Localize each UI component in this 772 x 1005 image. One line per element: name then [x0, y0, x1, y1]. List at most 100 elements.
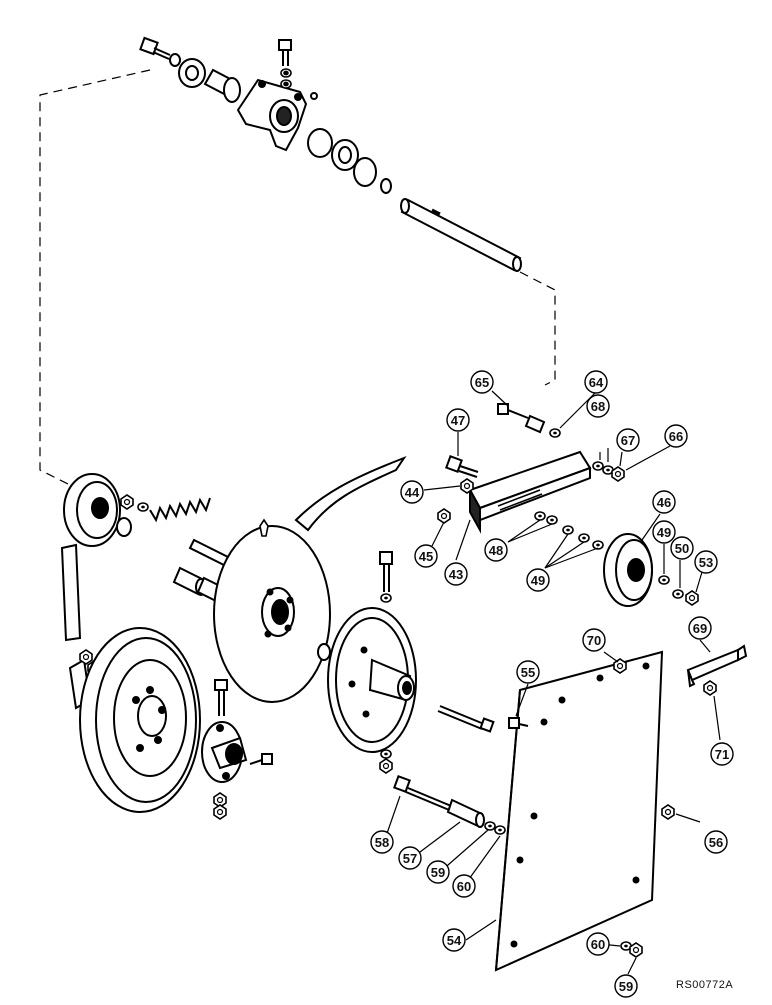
svg-text:50: 50 [675, 541, 689, 556]
nut-idler-44 [460, 478, 474, 494]
callout-50: 50 [670, 536, 694, 560]
bearing-upper [178, 58, 206, 88]
callout-58: 58 [370, 830, 394, 854]
nut-71 [703, 680, 717, 696]
nut-53 [685, 590, 699, 606]
callout-55: 55 [516, 660, 540, 684]
svg-text:56: 56 [709, 835, 723, 850]
o-ring [317, 643, 331, 661]
bearing-flange-lower [201, 721, 248, 783]
shield-panel [494, 650, 664, 972]
svg-text:47: 47 [451, 413, 465, 428]
callout-56: 56 [704, 830, 728, 854]
washer-49a [562, 525, 574, 535]
washer-48b [546, 515, 558, 525]
bolt-idler-arm [445, 455, 479, 478]
nut-pulley-left [120, 494, 134, 510]
callout-57: 57 [398, 846, 422, 870]
washer-49c [592, 540, 604, 550]
callout-54: 54 [442, 928, 466, 952]
small-pulley-left [63, 473, 121, 547]
svg-text:55: 55 [521, 665, 535, 680]
bolt-flange-lower [214, 679, 228, 716]
washer-64 [549, 428, 561, 438]
nut-sheave [379, 758, 393, 774]
callout-66: 66 [664, 424, 688, 448]
washer-48a [534, 511, 546, 521]
svg-text:69: 69 [693, 621, 707, 636]
washer-spring [137, 502, 149, 512]
bracket-69 [686, 644, 748, 688]
svg-text:57: 57 [403, 851, 417, 866]
svg-text:44: 44 [405, 485, 420, 500]
ring-upper-1 [307, 128, 333, 158]
belt-strip-diagonal [294, 455, 407, 532]
ring-upper-2 [353, 157, 377, 187]
nut-small-left-1 [79, 649, 93, 665]
callout-70: 70 [582, 628, 606, 652]
washer-59 [484, 821, 496, 831]
callout-67: 67 [616, 428, 640, 452]
washer-sheave [380, 749, 392, 759]
sleeve-upper [203, 68, 241, 103]
belt-piece-vertical [60, 543, 82, 642]
callout-65: 65 [470, 370, 494, 394]
callout-69: 69 [688, 616, 712, 640]
callout-64: 64 [584, 370, 608, 394]
bearing-housing [236, 78, 308, 152]
svg-text:45: 45 [419, 549, 433, 564]
nut-idler-45 [437, 508, 451, 524]
washer-49b [578, 533, 590, 543]
svg-text:49: 49 [657, 525, 671, 540]
callout-53: 53 [694, 550, 718, 574]
svg-text:59: 59 [619, 979, 633, 994]
svg-text:66: 66 [669, 429, 683, 444]
upper-bearing-assembly [139, 36, 522, 272]
alignment-line-right [519, 271, 556, 386]
nut-56 [661, 804, 675, 820]
callout-46: 46 [652, 490, 676, 514]
callout-45: 45 [414, 544, 438, 568]
bolt-55 [508, 717, 529, 729]
spacer-57 [446, 798, 485, 828]
idler-arm [468, 450, 592, 534]
svg-text:59: 59 [431, 865, 445, 880]
large-pulley-lower [79, 627, 201, 813]
svg-text:46: 46 [657, 495, 671, 510]
callout-48: 48 [484, 538, 508, 562]
washer-60 [494, 825, 506, 835]
bolt-flange-side [249, 753, 273, 765]
bearing-upper-2 [331, 139, 359, 171]
svg-text:71: 71 [715, 747, 729, 762]
svg-text:58: 58 [375, 835, 389, 850]
callout-43: 43 [444, 562, 468, 586]
callout-47: 47 [446, 408, 470, 432]
svg-text:68: 68 [591, 399, 605, 414]
bolt-upper-left [139, 36, 171, 60]
nut-flange-2 [213, 804, 227, 820]
svg-text:67: 67 [621, 433, 635, 448]
nut-66 [611, 466, 625, 482]
snap-ring-upper [380, 178, 392, 194]
svg-text:49: 49 [531, 573, 545, 588]
callout-59-lower: 59 [614, 974, 638, 998]
bushing-left [116, 517, 132, 537]
washer-68 [592, 461, 604, 471]
grease-fitting [259, 518, 269, 537]
svg-text:53: 53 [699, 555, 713, 570]
washer-upper-2 [280, 68, 292, 78]
spring [149, 497, 211, 523]
bolt-58 [393, 775, 457, 813]
svg-text:65: 65 [475, 375, 489, 390]
svg-text:54: 54 [447, 933, 462, 948]
washer-50 [672, 589, 684, 599]
svg-text:70: 70 [587, 633, 601, 648]
washer-49-right [658, 575, 670, 585]
long-bolt-sheave [437, 705, 495, 733]
washer-disc-top [380, 593, 392, 603]
callout-49-lower: 49 [526, 568, 550, 592]
callout-49-right: 49 [652, 520, 676, 544]
bolt-upper-top [278, 39, 292, 66]
